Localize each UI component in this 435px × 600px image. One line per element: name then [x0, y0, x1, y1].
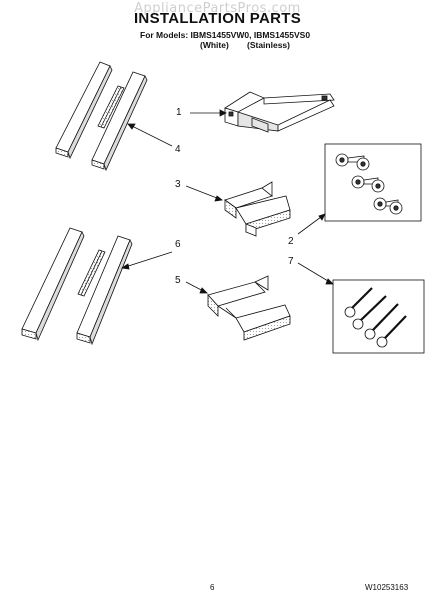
callout-4: 4	[175, 144, 181, 155]
callout-5: 5	[175, 275, 181, 286]
page-title: INSTALLATION PARTS	[133, 10, 302, 27]
callout-3: 3	[175, 179, 181, 190]
callout-2: 2	[288, 236, 294, 247]
model-finish-white: (White)	[200, 40, 229, 50]
part-2-screw-kit	[324, 143, 422, 222]
callout-6: 6	[175, 239, 181, 250]
model-numbers: For Models: IBMS1455VW0, IBMS1455VS0	[140, 30, 311, 40]
document-number: W10253163	[365, 583, 409, 592]
callout-1: 1	[176, 107, 182, 118]
part-1-bracket	[224, 91, 335, 133]
part-5-flashing	[207, 275, 291, 341]
callout-7: 7	[288, 256, 294, 267]
page-number: 6	[210, 583, 215, 592]
model-finish-stainless: (Stainless)	[247, 40, 290, 50]
part-6-trim-strips	[21, 227, 133, 346]
part-7-screw-kit	[332, 279, 425, 354]
part-4-trim-strips	[55, 61, 148, 172]
leader-lines	[120, 109, 334, 294]
part-3-flashing	[224, 181, 291, 237]
